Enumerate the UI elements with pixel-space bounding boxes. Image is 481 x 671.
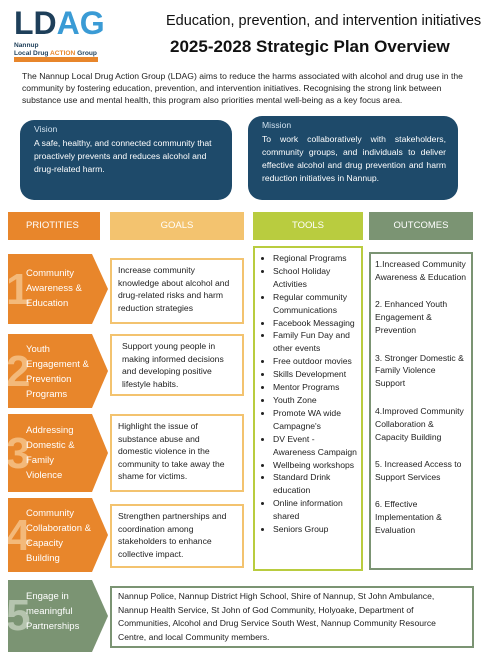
list-item: School Holiday Activities	[273, 265, 357, 291]
priority-number: 5	[6, 591, 31, 640]
priority-4: 4 Community Collaboration & Capacity Bui…	[8, 498, 108, 572]
priority-label: Community Awareness & Education	[26, 268, 82, 309]
priority-label: Community Collaboration & Capacity Build…	[26, 508, 91, 564]
priority-label: Engage in meaningful Partnerships	[26, 591, 80, 632]
logo-subtitle: Nannup Local Drug ACTION Group	[14, 42, 97, 57]
outcomes-list-box: 1.Increased Community Awareness & Educat…	[369, 252, 473, 570]
list-item: Facebook Messaging	[273, 317, 357, 330]
priority-5: 5 Engage in meaningful Partnerships	[8, 580, 108, 652]
outcome-item: 5. Increased Access to Support Services	[375, 458, 462, 482]
list-item: Family Fun Day and other events	[273, 329, 357, 355]
priority-number: 4	[6, 511, 31, 560]
column-header-tools: TOOLS	[253, 212, 363, 240]
goal-2: Support young people in making informed …	[110, 334, 244, 396]
logo-bar	[14, 57, 98, 62]
header-subtitle: Education, prevention, and intervention …	[166, 13, 481, 29]
mission-title: Mission	[262, 120, 292, 130]
ldag-logo: LDAG Nannup Local Drug ACTION Group	[14, 5, 105, 66]
priority-label: Addressing Domestic & Family Violence	[26, 425, 75, 481]
outcome-item: 2. Enhanced Youth Engagement & Preventio…	[375, 299, 448, 336]
outcome-item: 4.Improved Community Collaboration & Cap…	[375, 405, 464, 442]
outcome-item: 3. Stronger Domestic & Family Violence S…	[375, 352, 464, 389]
page-title: 2025-2028 Strategic Plan Overview	[170, 37, 450, 56]
list-item: Regional Programs	[273, 252, 357, 265]
priority-number: 3	[6, 429, 31, 478]
partners-box: Nannup Police, Nannup District High Scho…	[110, 586, 474, 648]
list-item: Promote WA wide Campagne's	[273, 407, 357, 433]
goal-4: Strengthen partnerships and coordination…	[110, 504, 244, 568]
logo-wordmark: LDAG	[14, 5, 105, 41]
list-item: Wellbeing workshops	[273, 459, 357, 472]
priority-2: 2 Youth Engagement & Prevention Programs	[8, 334, 108, 408]
vision-body: A safe, healthy, and connected community…	[34, 138, 212, 174]
column-header-outcomes: OUTCOMES	[369, 212, 473, 240]
vision-title: Vision	[34, 124, 58, 134]
priority-label: Youth Engagement & Prevention Programs	[26, 344, 89, 400]
list-item: Youth Zone	[273, 394, 357, 407]
list-item: DV Event - Awareness Campaign	[273, 433, 357, 459]
list-item: Seniors Group	[273, 523, 357, 536]
tools-list-box: Regional Programs School Holiday Activit…	[253, 246, 363, 571]
vision-card: Vision A safe, healthy, and connected co…	[20, 120, 232, 200]
list-item: Online information shared	[273, 497, 357, 523]
goal-3: Highlight the issue of substance abuse a…	[110, 414, 244, 492]
mission-card: Mission To work collaboratively with sta…	[248, 116, 458, 200]
list-item: Free outdoor movies	[273, 355, 357, 368]
list-item: Standard Drink education	[273, 471, 357, 497]
priority-number: 2	[6, 347, 31, 396]
intro-paragraph: The Nannup Local Drug Action Group (LDAG…	[22, 71, 463, 106]
priority-3: 3 Addressing Domestic & Family Violence	[8, 414, 108, 492]
list-item: Mentor Programs	[273, 381, 357, 394]
column-header-priorities: PRIOTITIES	[8, 212, 100, 240]
outcome-item: 6. Effective Implementation & Evaluation	[375, 499, 442, 536]
column-header-goals: GOALS	[110, 212, 244, 240]
priority-number: 1	[6, 265, 31, 314]
priority-1: 1 Community Awareness & Education	[8, 254, 108, 324]
outcome-item: 1.Increased Community Awareness & Educat…	[375, 259, 467, 282]
goal-1: Increase community knowledge about alcoh…	[110, 258, 244, 324]
mission-body: To work collaboratively with stakeholder…	[262, 134, 446, 183]
list-item: Regular community Communications	[273, 291, 357, 317]
list-item: Skills Development	[273, 368, 357, 381]
